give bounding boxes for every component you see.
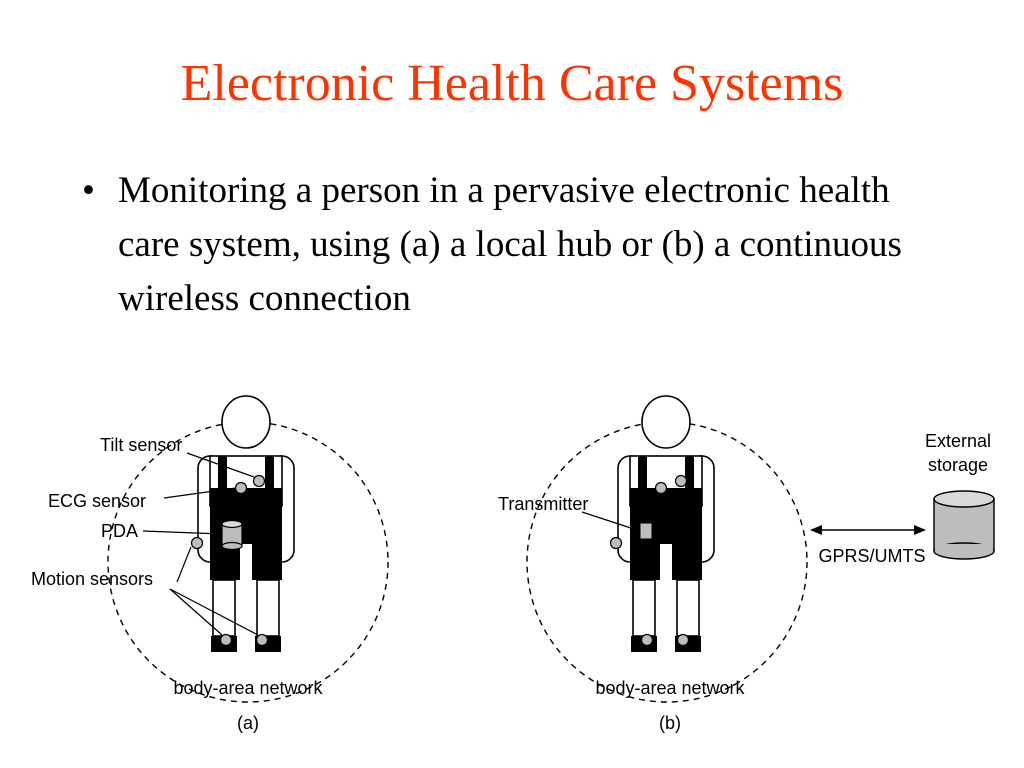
motion-sensor-left-leg-icon bbox=[219, 633, 233, 647]
external-storage-icon bbox=[933, 490, 995, 560]
motion-sensor-arm-icon bbox=[190, 536, 204, 550]
gprs-umts-label: GPRS/UMTS bbox=[818, 546, 925, 566]
motion-sensors-label: Motion sensors bbox=[31, 569, 153, 589]
bullet-text: Monitoring a person in a pervasive elect… bbox=[118, 170, 902, 319]
motion-sensor-left-leg-icon bbox=[640, 633, 654, 647]
panel-a-network-label: body-area network bbox=[173, 678, 323, 698]
ecg-sensor-label: ECG sensor bbox=[48, 491, 146, 511]
transmitter-label: Transmitter bbox=[498, 494, 588, 514]
tilt-sensor-label: Tilt sensor bbox=[100, 435, 182, 455]
person-figure bbox=[197, 395, 295, 653]
bullet-item: • Monitoring a person in a pervasive ele… bbox=[82, 164, 942, 326]
motion-sensor-arm-icon bbox=[609, 536, 623, 550]
pda-label: PDA bbox=[101, 521, 138, 541]
external-storage-label-line-1: External bbox=[925, 431, 991, 451]
tilt-sensor-icon bbox=[674, 474, 688, 488]
external-storage-label-line-2: storage bbox=[928, 455, 988, 475]
body-area-network-boundary bbox=[526, 421, 808, 703]
slide-title: Electronic Health Care Systems bbox=[180, 55, 844, 112]
figure-diagram: Tilt sensor ECG sensor PDA Motion sensor… bbox=[31, 395, 995, 733]
motion-sensor-right-leg-icon bbox=[255, 633, 269, 647]
panel-a-caption: (a) bbox=[237, 713, 259, 733]
ecg-sensor-icon bbox=[234, 481, 248, 495]
motion-sensor-right-leg-icon bbox=[676, 633, 690, 647]
panel-b-caption: (b) bbox=[659, 713, 681, 733]
bullet-dot-icon: • bbox=[82, 170, 95, 211]
wireless-link-arrow-icon bbox=[810, 525, 926, 535]
panel-b: Transmitter External storage GPRS/UMTS b… bbox=[498, 395, 995, 733]
body-area-network-boundary bbox=[107, 421, 389, 703]
person-figure bbox=[617, 395, 715, 653]
tilt-sensor-icon bbox=[252, 474, 266, 488]
panel-a: Tilt sensor ECG sensor PDA Motion sensor… bbox=[31, 395, 389, 733]
bullet-list: • Monitoring a person in a pervasive ele… bbox=[82, 164, 942, 326]
figure: Tilt sensor ECG sensor PDA Motion sensor… bbox=[30, 384, 998, 738]
transmitter-icon bbox=[639, 522, 653, 540]
pda-device-icon bbox=[221, 519, 243, 551]
ecg-sensor-icon bbox=[654, 481, 668, 495]
panel-b-network-label: body-area network bbox=[595, 678, 745, 698]
